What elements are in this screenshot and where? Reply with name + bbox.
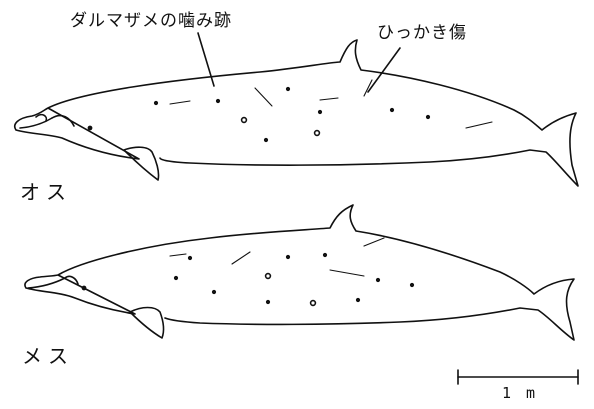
male-jaw-line	[51, 114, 75, 127]
female-bite-mark	[355, 297, 361, 303]
female-bite-mark	[285, 254, 291, 260]
male-scratch	[363, 79, 373, 97]
female-scratch	[231, 251, 251, 265]
male-mouth	[19, 117, 53, 129]
female-scratch	[363, 237, 385, 247]
male-bite-mark	[240, 116, 248, 124]
female-scratch	[169, 253, 187, 257]
scale-bar	[457, 369, 579, 385]
male-scratch	[254, 87, 273, 107]
male-bite-mark	[425, 114, 431, 120]
female-whale-illustration	[24, 204, 575, 341]
male-bite-mark	[313, 129, 321, 137]
male-whale-illustration	[14, 39, 579, 187]
female-jaw-line	[64, 275, 79, 285]
male-scratch	[465, 121, 493, 129]
female-bite-mark	[173, 275, 179, 281]
scratches-label: ひっかき傷	[377, 23, 467, 43]
female-bite-mark	[265, 299, 271, 305]
female-flipper	[129, 306, 165, 339]
bite-marks-label: ダルマザメの噛み跡	[70, 11, 232, 31]
female-mouth	[27, 277, 66, 289]
male-rostrum-tooth	[35, 113, 48, 122]
female-bite-mark	[264, 272, 272, 280]
male-bite-mark	[317, 109, 323, 115]
scale-bar-label: 1 m	[502, 384, 539, 402]
female-label: メス	[22, 344, 74, 368]
female-bite-mark	[187, 255, 193, 261]
male-flipper	[123, 146, 160, 181]
female-bite-mark	[309, 299, 317, 307]
male-bite-mark	[389, 107, 395, 113]
female-eye	[81, 285, 87, 291]
male-bite-mark	[153, 100, 159, 106]
male-eye	[87, 125, 93, 131]
scratches-leader-line	[367, 47, 401, 93]
male-bite-mark	[285, 86, 291, 92]
female-bite-mark	[409, 282, 415, 288]
male-bite-mark	[263, 137, 269, 143]
male-bite-mark	[215, 98, 221, 104]
female-body-outline	[24, 204, 575, 341]
male-body-outline	[14, 39, 579, 187]
female-bite-mark	[211, 289, 217, 295]
male-label: オス	[20, 180, 72, 204]
female-scratch	[329, 269, 365, 277]
male-scratch	[319, 97, 339, 101]
female-bite-mark	[375, 277, 381, 283]
female-bite-mark	[322, 252, 328, 258]
male-scratch	[169, 100, 191, 105]
